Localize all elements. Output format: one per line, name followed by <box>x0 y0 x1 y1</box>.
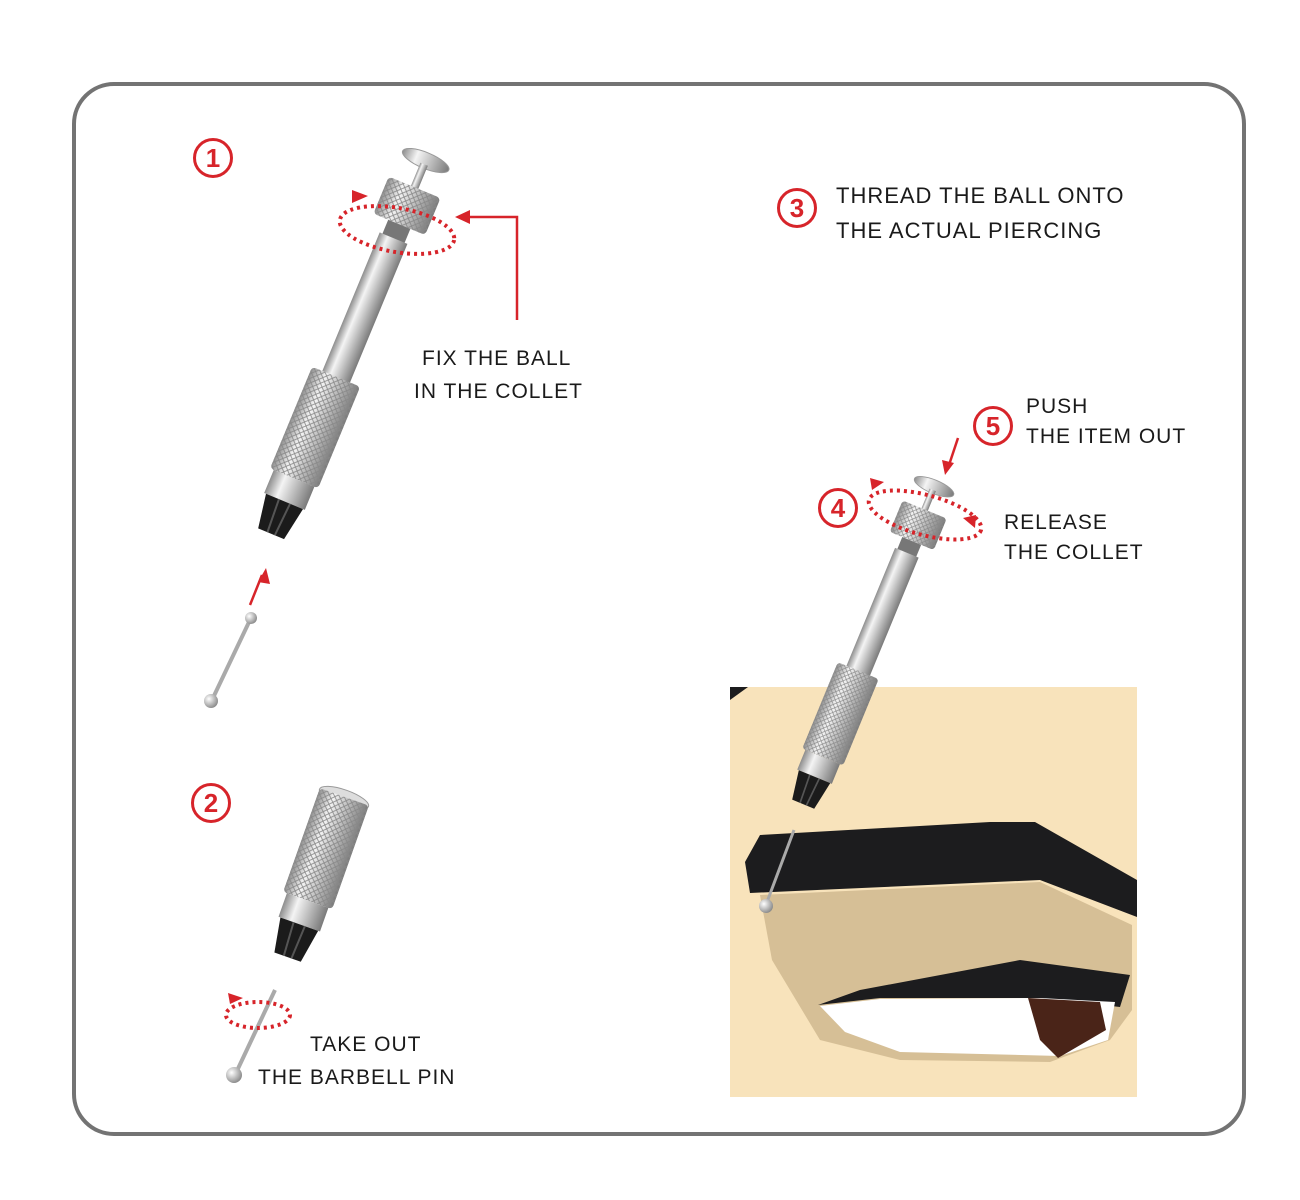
step-5-line-1: PUSH <box>1026 395 1089 418</box>
step-3-number: 3 <box>777 188 817 228</box>
step-1-label: FIX THE BALL IN THE COLLET <box>414 342 600 408</box>
step-1-line-2: IN THE COLLET <box>414 380 583 403</box>
step-4-number: 4 <box>818 488 858 528</box>
step-5-number: 5 <box>973 406 1013 446</box>
rotate-icon <box>224 1000 292 1030</box>
rotate-icon <box>337 204 457 256</box>
step-2-line-1: TAKE OUT <box>310 1033 422 1056</box>
step-3-line-1: THREAD THE BALL ONTO <box>836 183 1125 208</box>
step-1-number: 1 <box>193 138 233 178</box>
step-2-line-2: THE BARBELL PIN <box>258 1066 456 1089</box>
arrowheads <box>228 190 976 1004</box>
eyebrow-illustration <box>730 687 1137 1097</box>
step-5-label: PUSH THE ITEM OUT <box>1026 392 1186 452</box>
step-4-line-1: RELEASE <box>1004 511 1108 534</box>
rotate-icon <box>866 488 984 542</box>
step-3-label: THREAD THE BALL ONTO THE ACTUAL PIERCING <box>836 178 1125 248</box>
tool-step-2 <box>262 785 370 967</box>
barbell-step-1 <box>204 612 257 708</box>
barbell-step-3 <box>759 829 796 913</box>
step-3-line-2: THE ACTUAL PIERCING <box>836 218 1103 243</box>
step-4-label: RELEASE THE COLLET <box>1004 508 1144 568</box>
annotation-arrows <box>224 204 984 1030</box>
step-4-line-2: THE COLLET <box>1004 541 1144 564</box>
diagram-frame <box>72 82 1246 1136</box>
step-5-line-2: THE ITEM OUT <box>1026 425 1187 448</box>
step-1-line-1: FIX THE BALL <box>422 347 572 370</box>
step-2-number: 2 <box>191 783 231 823</box>
step-2-label: TAKE OUT THE BARBELL PIN <box>258 1028 455 1094</box>
